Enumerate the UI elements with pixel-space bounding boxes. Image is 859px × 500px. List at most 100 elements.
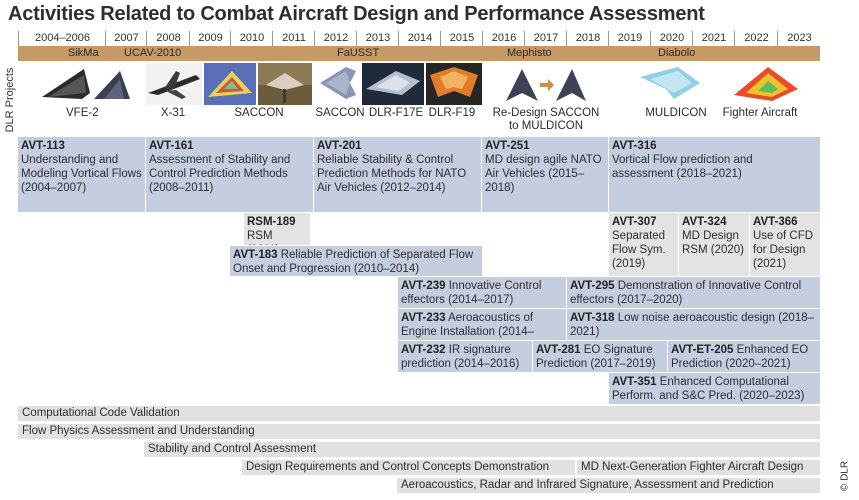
- task-avt239: AVT-239 Innovative Control effectors (20…: [398, 277, 566, 308]
- year-label: 2016: [482, 31, 525, 46]
- year-label: 2009: [189, 31, 231, 46]
- aircraft-label-x31: X-31: [160, 107, 186, 119]
- task-id: AVT-318: [570, 312, 615, 324]
- task-avtet205: AVT-ET-205 Enhanced EO Prediction (2020–…: [668, 341, 820, 372]
- theme-aeroacoustics-signature: Aeroacoustics, Radar and Infrared Signat…: [397, 478, 820, 493]
- aircraft-label-saccon: SACCON: [234, 107, 284, 119]
- task-description: EO Signature Prediction (2017–2019): [536, 344, 656, 370]
- task-avt307: AVT-307 Separated Flow Sym. (2019): [609, 213, 678, 276]
- task-description: Vortical Flow prediction and assessment …: [612, 154, 753, 180]
- year-label: 2007: [105, 31, 147, 46]
- task-id: AVT-251: [485, 140, 530, 152]
- task-description: Use of CFD for Design (2021): [753, 230, 814, 270]
- task-id: AVT-366: [753, 216, 798, 228]
- task-avt324: AVT-324 MD Design RSM (2020): [679, 213, 749, 276]
- project-label-ucav: UCAV-2010: [124, 47, 182, 59]
- dlr-f17e-image: [362, 63, 424, 105]
- dlr-f19-image: [426, 63, 482, 105]
- year-label: 2023: [777, 31, 821, 46]
- task-avt183: AVT-183 Reliable Prediction of Separated…: [230, 246, 482, 276]
- task-avt366: AVT-366 Use of CFD for Design (2021): [750, 213, 820, 276]
- task-description: RSM (2011): [247, 230, 279, 245]
- task-id: AVT-113: [21, 140, 65, 152]
- task-description: Enhanced EO Prediction (2020–2021): [671, 344, 809, 370]
- dlr-projects-label: DLR Projects: [4, 67, 16, 133]
- aircraft-label-vfe2: VFE-2: [66, 107, 99, 119]
- task-description: MD Design RSM (2020): [682, 230, 744, 256]
- task-id: AVT-232: [401, 344, 446, 356]
- task-description: Assessment of Stability and Control Pred…: [149, 154, 291, 194]
- project-label-mephisto: Mephisto: [507, 47, 552, 59]
- year-label: 2015: [440, 31, 483, 46]
- task-id: RSM-189: [247, 216, 296, 228]
- task-description: Reliable Prediction of Separated Flow On…: [233, 249, 474, 275]
- task-id: AVT-324: [682, 216, 727, 228]
- year-label: 2022: [734, 31, 778, 46]
- task-id: AVT-316: [612, 140, 657, 152]
- project-label-sikma: SikMa: [68, 47, 99, 59]
- task-description: Enhanced Computational Perform. and S&C …: [612, 376, 805, 402]
- task-id: AVT-201: [317, 140, 362, 152]
- year-label: 2018: [566, 31, 609, 46]
- task-id: AVT-281: [536, 344, 581, 356]
- task-avt201: AVT-201 Reliable Stability & Control Pre…: [314, 137, 481, 212]
- theme-design-requirements: Design Requirements and Control Concepts…: [242, 460, 575, 475]
- theme-stability-control: Stability and Control Assessment: [144, 442, 820, 457]
- year-label: 2017: [524, 31, 567, 46]
- task-description: Low noise aeroacoustic design (2018–2021…: [570, 312, 815, 338]
- year-label: 2012: [314, 31, 357, 46]
- task-avt251: AVT-251 MD design agile NATO Air Vehicle…: [482, 137, 608, 212]
- project-label-fausst: FaUSST: [337, 47, 380, 59]
- aircraft-label-f19: DLR-F19: [428, 107, 476, 119]
- aircraft-label-f17e: DLR-F17E: [368, 107, 424, 119]
- year-label: 2020: [650, 31, 693, 46]
- task-description: Demonstration of Innovative Control effe…: [570, 280, 802, 306]
- saccon-cfd-image: [204, 63, 256, 105]
- page-title: Activities Related to Combat Aircraft De…: [8, 3, 705, 25]
- task-id: AVT-239: [401, 280, 446, 292]
- task-description: Understanding and Modeling Vortical Flow…: [21, 154, 142, 194]
- task-id: AVT-295: [570, 280, 615, 292]
- task-rsm189: RSM-189 RSM (2011): [244, 213, 310, 245]
- project-label-diabolo: Diabolo: [658, 47, 696, 59]
- year-label: 2008: [146, 31, 190, 46]
- task-description: MD design agile NATO Air Vehicles (2015–…: [485, 154, 602, 194]
- aircraft-label-redesign: Re-Design SACCON to MULDICON: [492, 107, 600, 132]
- aircraft-label-fighter: Fighter Aircraft: [722, 107, 798, 119]
- saccon-model-image: [320, 67, 356, 99]
- year-label: 2013: [356, 31, 399, 46]
- dlr-projects-bar: [18, 46, 820, 61]
- task-description: Separated Flow Sym. (2019): [612, 230, 666, 270]
- task-id: AVT-233: [401, 312, 446, 324]
- aircraft-label-muldicon: MULDICON: [645, 107, 707, 119]
- task-avt161: AVT-161 Assessment of Stability and Cont…: [146, 137, 313, 212]
- aircraft-label-saccon-2: SACCON: [315, 107, 365, 119]
- task-id: AVT-351: [612, 376, 657, 388]
- task-avt113: AVT-113 Understanding and Modeling Vorti…: [18, 137, 145, 212]
- task-avt351: AVT-351 Enhanced Computational Perform. …: [609, 373, 820, 404]
- muldicon-image: [640, 67, 700, 99]
- x31-aircraft-image: [146, 63, 202, 105]
- redesign-saccon-muldicon-image: [506, 69, 586, 101]
- task-avt295: AVT-295 Demonstration of Innovative Cont…: [567, 277, 820, 308]
- task-avt281: AVT-281 EO Signature Prediction (2017–20…: [533, 341, 667, 372]
- year-label: 2021: [692, 31, 735, 46]
- year-label: 2011: [272, 31, 315, 46]
- task-id: AVT-307: [612, 216, 657, 228]
- task-description: Reliable Stability & Control Prediction …: [317, 154, 467, 194]
- theme-md-nextgen-fighter: MD Next-Generation Fighter Aircraft Desi…: [577, 460, 820, 475]
- year-label: 2019: [608, 31, 651, 46]
- task-avt318: AVT-318 Low noise aeroacoustic design (2…: [567, 309, 820, 340]
- theme-code-validation: Computational Code Validation: [18, 406, 820, 421]
- copyright-label: © DLR: [839, 460, 851, 492]
- task-description: Aeroacoustics of Engine Installation (20…: [401, 312, 534, 338]
- task-description: Innovative Control effectors (2014–2017): [401, 280, 542, 306]
- task-id: AVT-ET-205: [671, 344, 734, 356]
- task-avt233: AVT-233 Aeroacoustics of Engine Installa…: [398, 309, 566, 340]
- vfe2-aircraft-image: [42, 69, 130, 99]
- task-id: AVT-183: [233, 249, 278, 261]
- task-avt316: AVT-316 Vortical Flow prediction and ass…: [609, 137, 820, 212]
- year-label: 2010: [230, 31, 273, 46]
- task-description: IR signature prediction (2014–2016): [401, 344, 520, 370]
- task-id: AVT-161: [149, 140, 194, 152]
